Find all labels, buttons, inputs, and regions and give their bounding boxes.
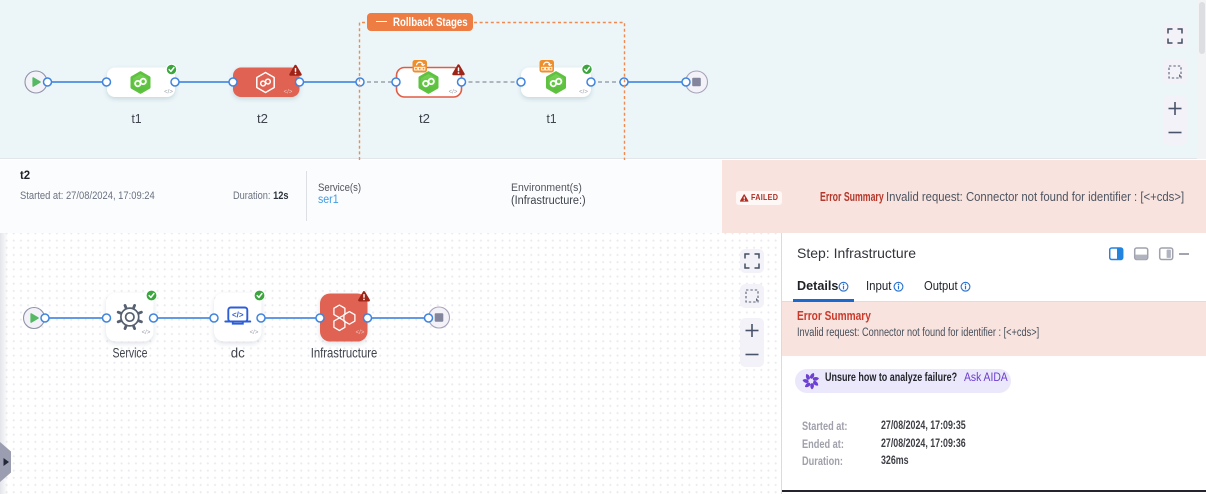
svg-text:t2: t2 [419, 111, 430, 126]
svg-text:</>: </> [356, 330, 365, 336]
svg-text:</>: </> [449, 90, 458, 96]
svg-text:</>: </> [579, 90, 588, 96]
svg-text:</>: </> [142, 330, 151, 336]
svg-text:t2: t2 [257, 111, 268, 126]
svg-text:Service: Service [113, 346, 148, 361]
svg-text:t1: t1 [547, 111, 557, 126]
svg-text:Infrastructure: Infrastructure [311, 346, 378, 361]
svg-text:</>: </> [232, 310, 244, 319]
svg-text:</>: </> [284, 90, 293, 96]
svg-text:</>: </> [250, 330, 259, 336]
svg-text:dc: dc [231, 346, 245, 361]
svg-text:</>: </> [164, 90, 173, 96]
svg-text:t1: t1 [132, 111, 142, 126]
